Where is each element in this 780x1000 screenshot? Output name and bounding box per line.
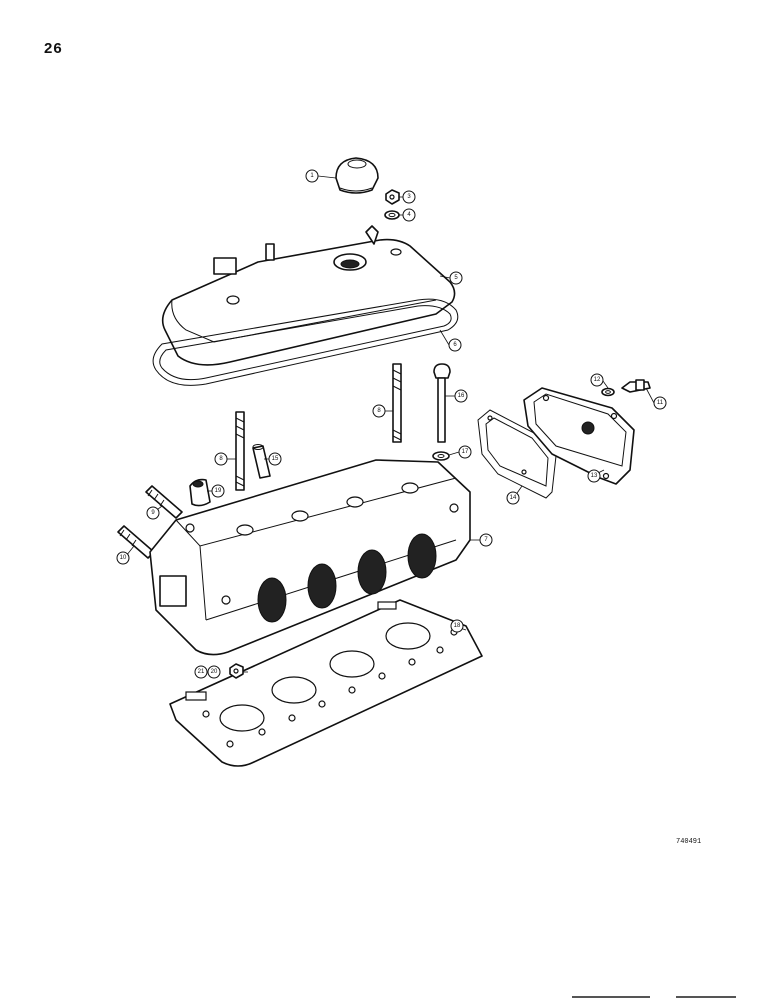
svg-text:8: 8 — [219, 456, 223, 462]
callout-4: 4 — [402, 208, 416, 222]
callout-16: 16 — [454, 389, 468, 403]
svg-text:21: 21 — [198, 669, 205, 675]
callout-3: 3 — [402, 190, 416, 204]
stud-rear — [392, 363, 402, 443]
callout-1: 1 — [305, 169, 319, 183]
head-gasket — [169, 599, 483, 767]
callout-17: 17 — [458, 445, 472, 459]
cover-plate-washer — [601, 387, 615, 397]
svg-text:20: 20 — [211, 669, 218, 675]
callout-13: 13 — [587, 469, 601, 483]
figure-code: 740491 — [676, 838, 702, 846]
svg-text:14: 14 — [510, 495, 517, 501]
gasket-nut — [229, 663, 244, 679]
svg-text:5: 5 — [454, 275, 458, 281]
callout-15: 15 — [268, 452, 282, 466]
svg-text:12: 12 — [594, 377, 601, 383]
svg-text:19: 19 — [215, 488, 222, 494]
svg-text:13: 13 — [591, 473, 598, 479]
svg-text:4: 4 — [407, 212, 411, 218]
callout-9: 9 — [146, 506, 160, 520]
oil-filler-cap — [335, 157, 379, 194]
footer-rule — [676, 996, 736, 998]
svg-text:7: 7 — [484, 537, 488, 543]
cover-plate-gasket — [477, 409, 557, 499]
cover-washer — [384, 210, 400, 220]
svg-text:10: 10 — [120, 555, 127, 561]
callout-11: 11 — [653, 396, 667, 410]
svg-text:15: 15 — [272, 456, 279, 462]
footer-rule — [572, 996, 650, 998]
svg-text:18: 18 — [454, 623, 461, 629]
callout-19: 19 — [211, 484, 225, 498]
cylinder-head — [149, 459, 471, 656]
rocker-cover-gasket — [152, 298, 459, 386]
head-bolt — [433, 363, 451, 443]
callout-7: 7 — [479, 533, 493, 547]
callout-18: 18 — [450, 619, 464, 633]
bolt-washer — [432, 451, 450, 461]
cover-nut — [385, 189, 400, 205]
dowel-sleeve — [252, 444, 271, 479]
svg-text:9: 9 — [151, 510, 155, 516]
callout-20: 20 — [207, 665, 221, 679]
callout-8-front: 8 — [214, 452, 228, 466]
svg-text:6: 6 — [453, 342, 457, 348]
callout-12: 12 — [590, 373, 604, 387]
callout-5: 5 — [449, 271, 463, 285]
svg-text:1: 1 — [310, 173, 314, 179]
short-stud-upper — [145, 485, 183, 519]
svg-text:16: 16 — [458, 393, 465, 399]
stud-front — [235, 411, 245, 491]
svg-text:8: 8 — [377, 408, 381, 414]
page-number: 26 — [44, 40, 63, 57]
core-plug — [189, 478, 211, 507]
svg-text:17: 17 — [462, 449, 469, 455]
cover-plate-bolt — [621, 379, 651, 393]
callout-10: 10 — [116, 551, 130, 565]
side-cover-plate — [523, 387, 635, 485]
callout-6: 6 — [448, 338, 462, 352]
svg-text:3: 3 — [407, 194, 411, 200]
callout-14: 14 — [506, 491, 520, 505]
callout-21: 21 — [194, 665, 208, 679]
callout-8-rear: 8 — [372, 404, 386, 418]
svg-text:11: 11 — [657, 400, 664, 406]
rocker-cover — [161, 225, 456, 366]
